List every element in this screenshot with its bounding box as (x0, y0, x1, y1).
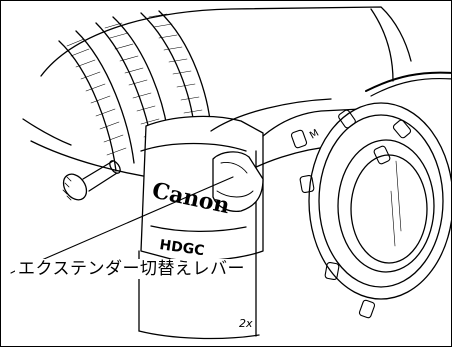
cable (365, 71, 451, 92)
focus-ring (58, 10, 212, 172)
lens-barrel-top (40, 6, 412, 77)
barrel-lower-edge (30, 140, 162, 180)
lens-barrel-right-edge (370, 8, 394, 82)
callout-label: エクステンダー切替えレバー (15, 259, 248, 279)
extender-lever (212, 151, 264, 213)
model-label: HDGC (158, 237, 205, 259)
callout-leader (20, 176, 234, 270)
front-ring-tabs (290, 109, 412, 319)
servo-housing (138, 115, 264, 340)
ring-knurling (66, 13, 206, 156)
front-lens-assembly (308, 102, 451, 300)
ring-mark-m: M (308, 128, 321, 142)
zoom-knob (62, 160, 121, 201)
extender-mark: 2x (239, 317, 253, 330)
